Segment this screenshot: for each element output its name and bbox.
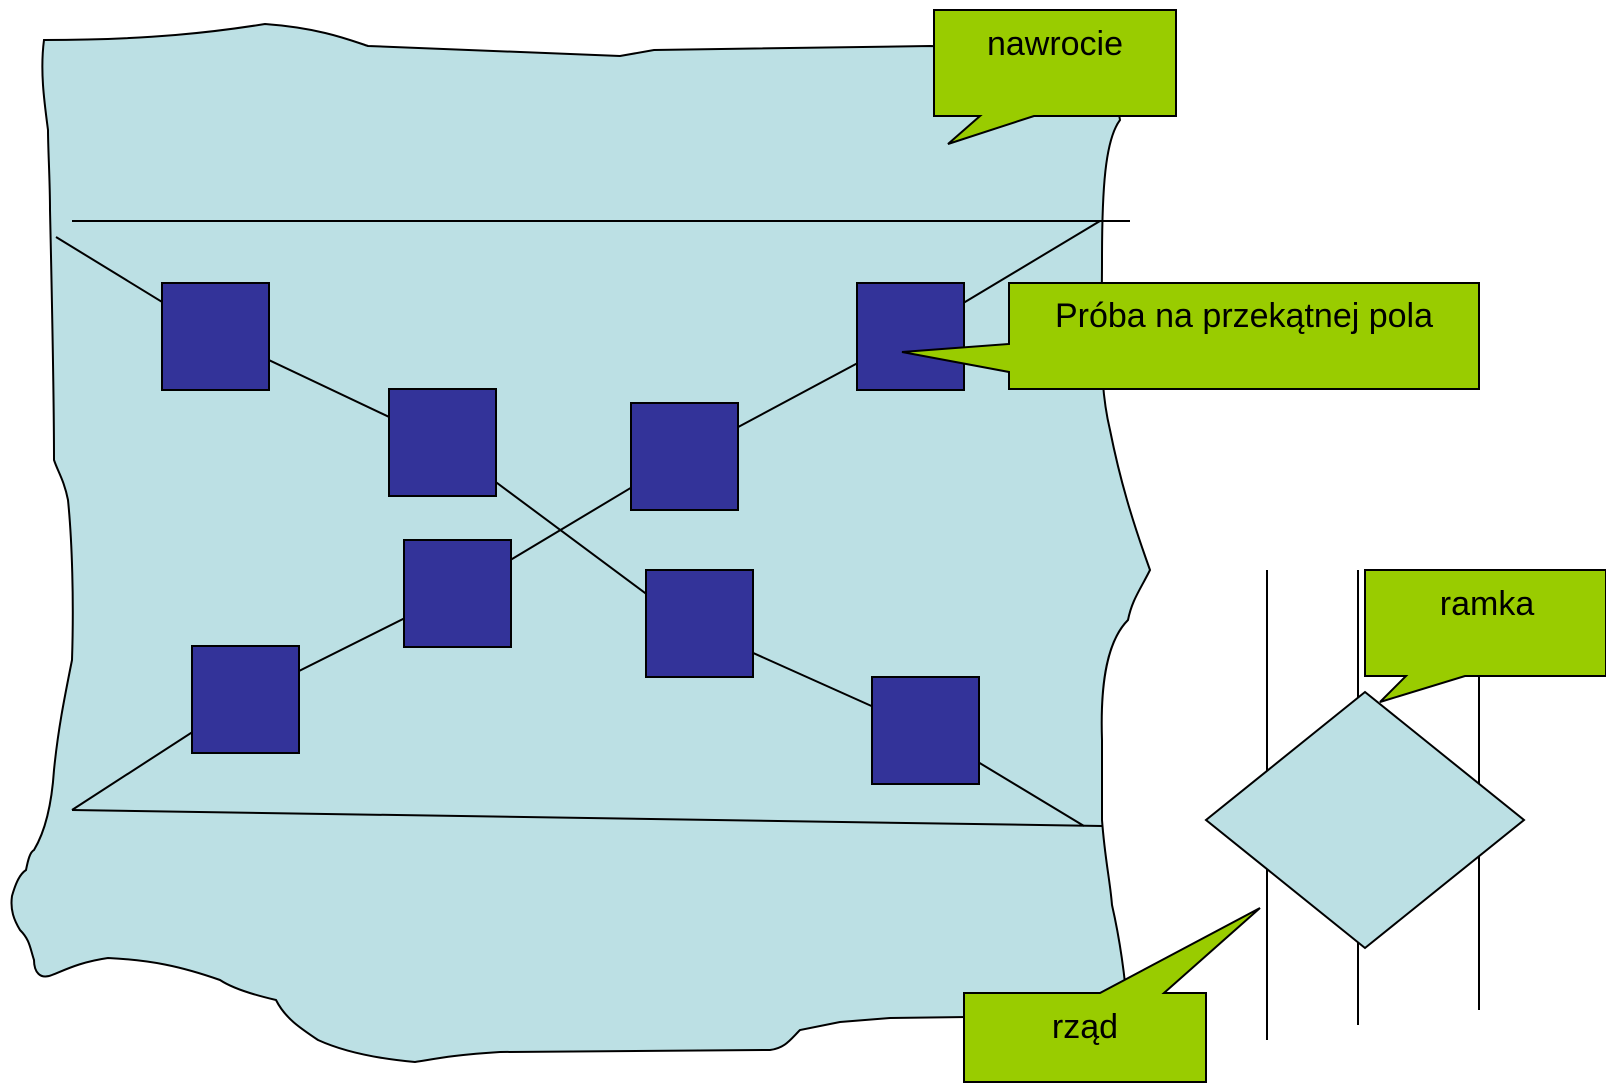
sample-square bbox=[388, 388, 497, 497]
callout-frame: ramka bbox=[1364, 569, 1606, 703]
sample-square bbox=[403, 539, 512, 648]
callout-turnaround-label: nawrocie bbox=[987, 25, 1123, 63]
field-outline bbox=[10, 22, 1152, 1064]
callout-turnaround-bubble bbox=[933, 9, 1177, 145]
callout-frame-bubble bbox=[1364, 569, 1606, 703]
callout-frame-label: ramka bbox=[1440, 585, 1535, 623]
callout-turnaround: nawrocie bbox=[933, 9, 1177, 145]
sample-squares bbox=[161, 282, 980, 785]
bottom-headland-line bbox=[71, 809, 1103, 827]
callout-diagonal-bubble bbox=[901, 282, 1480, 390]
callout-diagonal-label: Próba na przekątnej pola bbox=[1055, 297, 1433, 335]
callout-diagonal-sampling: Próba na przekątnej pola bbox=[901, 282, 1480, 390]
sample-square bbox=[645, 569, 754, 678]
sample-square bbox=[871, 676, 980, 785]
sample-square bbox=[191, 645, 300, 754]
sampling-frame-diamond bbox=[1204, 690, 1526, 950]
callout-row: rząd bbox=[963, 907, 1261, 1083]
sample-square bbox=[630, 402, 739, 511]
callout-row-bubble bbox=[963, 907, 1261, 1083]
callout-row-label: rząd bbox=[1052, 1008, 1118, 1046]
sample-square bbox=[161, 282, 270, 391]
sample-square bbox=[856, 282, 965, 391]
